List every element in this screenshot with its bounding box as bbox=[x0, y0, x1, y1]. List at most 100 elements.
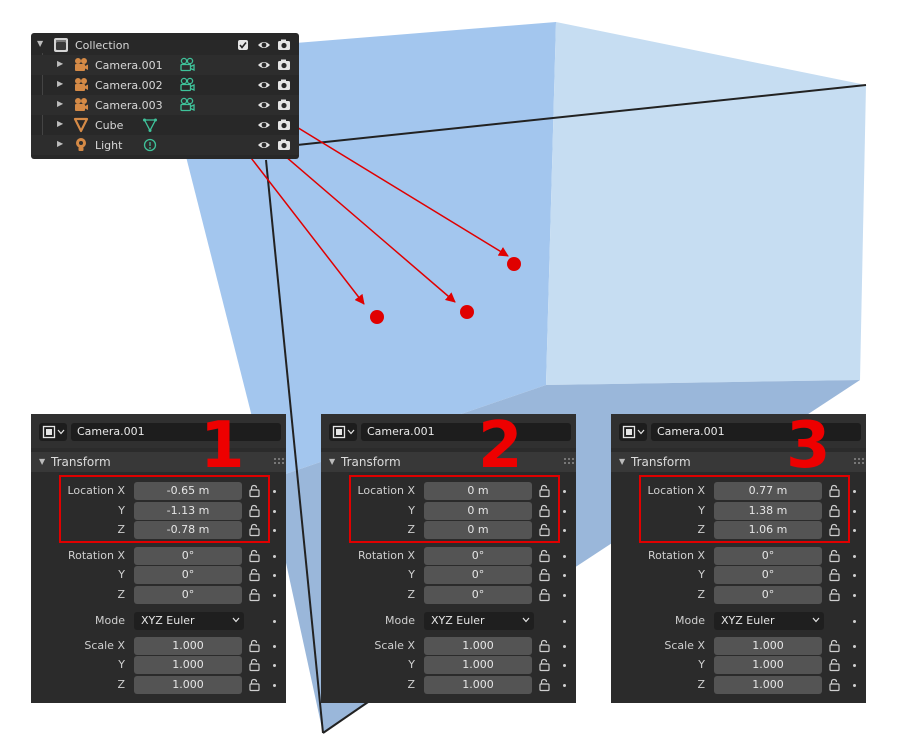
lock-icon[interactable] bbox=[247, 658, 261, 672]
lock-icon[interactable] bbox=[247, 549, 261, 563]
eye-icon[interactable] bbox=[257, 118, 271, 132]
eye-icon[interactable] bbox=[257, 38, 271, 52]
location-z-field[interactable]: 1.06 m bbox=[714, 521, 822, 539]
scale-x-field[interactable]: 1.000 bbox=[714, 637, 822, 655]
lock-icon[interactable] bbox=[537, 639, 551, 653]
keyframe-dot-icon[interactable] bbox=[563, 684, 566, 687]
rotation-y-field[interactable]: 0° bbox=[714, 566, 822, 584]
rotation-y-field[interactable]: 0° bbox=[424, 566, 532, 584]
mesh-data-icon[interactable] bbox=[142, 117, 158, 133]
lock-icon[interactable] bbox=[247, 639, 261, 653]
scale-x-field[interactable]: 1.000 bbox=[424, 637, 532, 655]
lock-icon[interactable] bbox=[247, 568, 261, 582]
render-camera-icon[interactable] bbox=[277, 138, 291, 152]
lock-icon[interactable] bbox=[827, 588, 841, 602]
lock-icon[interactable] bbox=[537, 549, 551, 563]
transform-section-header[interactable]: ▼Transform bbox=[321, 452, 576, 472]
lock-icon[interactable] bbox=[247, 523, 261, 537]
keyframe-dot-icon[interactable] bbox=[853, 490, 856, 493]
expand-triangle-icon[interactable]: ▶ bbox=[57, 119, 64, 128]
location-z-field[interactable]: -0.78 m bbox=[134, 521, 242, 539]
keyframe-dot-icon[interactable] bbox=[273, 664, 276, 667]
keyframe-dot-icon[interactable] bbox=[853, 645, 856, 648]
rotation-x-field[interactable]: 0° bbox=[134, 547, 242, 565]
rotation-mode-select[interactable]: XYZ Euler bbox=[424, 612, 534, 630]
rotation-x-field[interactable]: 0° bbox=[714, 547, 822, 565]
scale-y-field[interactable]: 1.000 bbox=[714, 656, 822, 674]
rotation-x-field[interactable]: 0° bbox=[424, 547, 532, 565]
lock-icon[interactable] bbox=[537, 484, 551, 498]
location-x-field[interactable]: -0.65 m bbox=[134, 482, 242, 500]
rotation-mode-select[interactable]: XYZ Euler bbox=[714, 612, 824, 630]
lock-icon[interactable] bbox=[247, 484, 261, 498]
render-camera-icon[interactable] bbox=[277, 58, 291, 72]
outliner-row-camera-002[interactable]: ▶ Camera.002 bbox=[31, 75, 299, 95]
location-y-field[interactable]: 0 m bbox=[424, 502, 532, 520]
keyframe-dot-icon[interactable] bbox=[853, 620, 856, 623]
lock-icon[interactable] bbox=[537, 504, 551, 518]
transform-section-header[interactable]: ▼Transform bbox=[611, 452, 866, 472]
lock-icon[interactable] bbox=[247, 588, 261, 602]
expand-triangle-icon[interactable]: ▶ bbox=[57, 79, 64, 88]
lock-icon[interactable] bbox=[537, 658, 551, 672]
lock-icon[interactable] bbox=[827, 639, 841, 653]
keyframe-dot-icon[interactable] bbox=[853, 684, 856, 687]
scale-z-field[interactable]: 1.000 bbox=[424, 676, 532, 694]
location-x-field[interactable]: 0 m bbox=[424, 482, 532, 500]
keyframe-dot-icon[interactable] bbox=[563, 620, 566, 623]
keyframe-dot-icon[interactable] bbox=[273, 645, 276, 648]
lock-icon[interactable] bbox=[827, 658, 841, 672]
lock-icon[interactable] bbox=[537, 588, 551, 602]
drag-grip-icon[interactable] bbox=[274, 458, 284, 465]
keyframe-dot-icon[interactable] bbox=[563, 664, 566, 667]
exclude-checkbox-icon[interactable] bbox=[236, 38, 250, 52]
keyframe-dot-icon[interactable] bbox=[853, 510, 856, 513]
light-data-icon[interactable] bbox=[142, 137, 158, 153]
rotation-z-field[interactable]: 0° bbox=[134, 586, 242, 604]
outliner-row-light[interactable]: ▶ Light bbox=[31, 135, 299, 155]
render-camera-icon[interactable] bbox=[277, 118, 291, 132]
keyframe-dot-icon[interactable] bbox=[273, 490, 276, 493]
lock-icon[interactable] bbox=[537, 568, 551, 582]
expand-triangle-icon[interactable]: ▶ bbox=[57, 139, 64, 148]
render-camera-icon[interactable] bbox=[277, 78, 291, 92]
scale-z-field[interactable]: 1.000 bbox=[134, 676, 242, 694]
transform-section-header[interactable]: ▼Transform bbox=[31, 452, 286, 472]
outliner-row-cube[interactable]: ▶ Cube bbox=[31, 115, 299, 135]
expand-triangle-icon[interactable]: ▼ bbox=[37, 39, 44, 48]
keyframe-dot-icon[interactable] bbox=[563, 510, 566, 513]
keyframe-dot-icon[interactable] bbox=[563, 555, 566, 558]
collapse-triangle-icon[interactable]: ▼ bbox=[619, 457, 626, 466]
keyframe-dot-icon[interactable] bbox=[273, 684, 276, 687]
camera-data-icon[interactable] bbox=[179, 57, 195, 73]
collapse-triangle-icon[interactable]: ▼ bbox=[39, 457, 46, 466]
scale-x-field[interactable]: 1.000 bbox=[134, 637, 242, 655]
scale-y-field[interactable]: 1.000 bbox=[424, 656, 532, 674]
rotation-z-field[interactable]: 0° bbox=[424, 586, 532, 604]
object-type-dropdown[interactable] bbox=[619, 423, 647, 441]
keyframe-dot-icon[interactable] bbox=[853, 664, 856, 667]
expand-triangle-icon[interactable]: ▶ bbox=[57, 59, 64, 68]
lock-icon[interactable] bbox=[247, 678, 261, 692]
outliner-row-collection[interactable]: ▼ Collection bbox=[31, 35, 299, 55]
eye-icon[interactable] bbox=[257, 138, 271, 152]
object-name-field[interactable]: Camera.001 bbox=[651, 423, 861, 441]
keyframe-dot-icon[interactable] bbox=[563, 490, 566, 493]
rotation-mode-select[interactable]: XYZ Euler bbox=[134, 612, 244, 630]
lock-icon[interactable] bbox=[537, 678, 551, 692]
lock-icon[interactable] bbox=[247, 504, 261, 518]
rotation-y-field[interactable]: 0° bbox=[134, 566, 242, 584]
object-type-dropdown[interactable] bbox=[39, 423, 67, 441]
eye-icon[interactable] bbox=[257, 78, 271, 92]
render-camera-icon[interactable] bbox=[277, 38, 291, 52]
location-y-field[interactable]: 1.38 m bbox=[714, 502, 822, 520]
keyframe-dot-icon[interactable] bbox=[563, 645, 566, 648]
eye-icon[interactable] bbox=[257, 58, 271, 72]
keyframe-dot-icon[interactable] bbox=[563, 594, 566, 597]
lock-icon[interactable] bbox=[827, 549, 841, 563]
keyframe-dot-icon[interactable] bbox=[853, 555, 856, 558]
keyframe-dot-icon[interactable] bbox=[853, 529, 856, 532]
keyframe-dot-icon[interactable] bbox=[853, 594, 856, 597]
keyframe-dot-icon[interactable] bbox=[273, 510, 276, 513]
keyframe-dot-icon[interactable] bbox=[563, 574, 566, 577]
